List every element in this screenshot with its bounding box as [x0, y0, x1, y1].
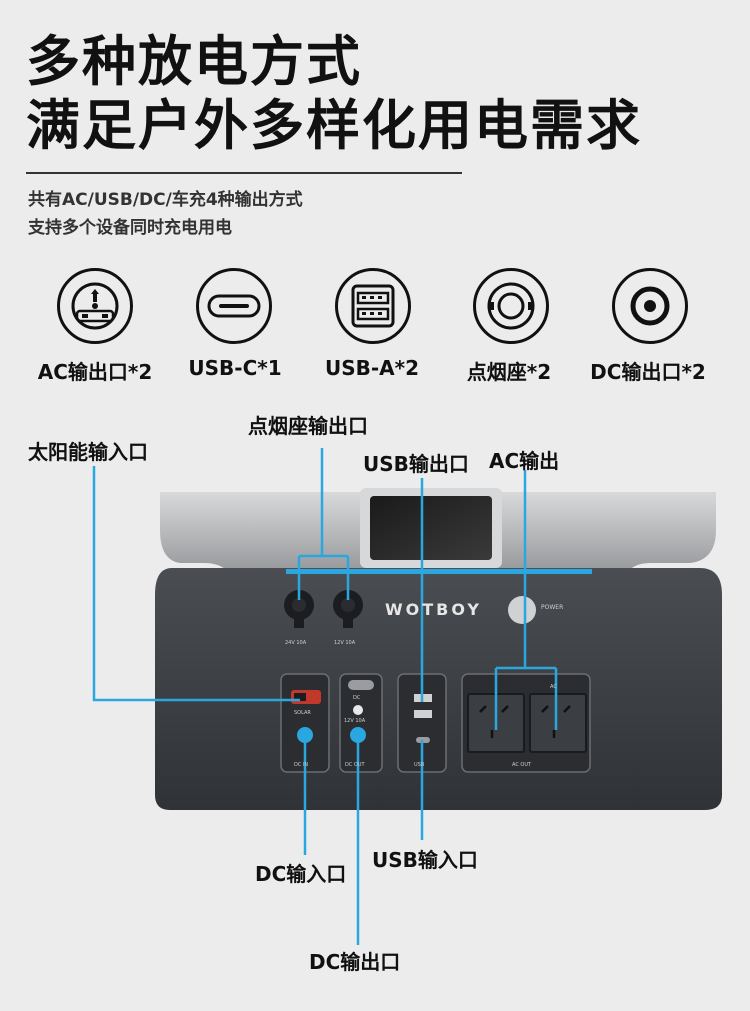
callout-lines	[92, 448, 558, 945]
callout-usb-output: USB输出口	[363, 452, 469, 476]
port-label-ac: AC输出口*2	[37, 360, 153, 384]
dc-in-port	[297, 727, 313, 743]
callout-car-socket-output: 点烟座输出口	[248, 414, 368, 438]
port-label-usb-c: USB-C*1	[188, 356, 282, 380]
ac-socket-2	[529, 693, 587, 753]
device-dc-rating-label: 12V 10A	[344, 718, 366, 724]
device-ac-small-label: AC	[550, 684, 557, 690]
dc-out-port-2	[350, 727, 366, 743]
subtitle-line-2: 支持多个设备同时充电用电	[28, 218, 232, 238]
device-power-label: POWER	[541, 604, 564, 611]
page-title: 多种放电方式 满足户外多样化用电需求	[26, 30, 642, 158]
port-icons-row: AC输出口*2 USB-C*1 USB-A*2 点烟座*2 DC输出口*2	[0, 268, 750, 388]
subtitle: 共有AC/USB/DC/车充4种输出方式 支持多个设备同时充电用电	[28, 186, 303, 242]
device-usb-label: USB	[414, 762, 425, 768]
subtitle-line-1: 共有AC/USB/DC/车充4种输出方式	[28, 190, 303, 210]
usb-a-port-2	[414, 710, 432, 718]
ac-socket-icon	[57, 268, 133, 344]
port-label-dc-out: DC输出口*2	[590, 360, 706, 384]
light-bar	[286, 569, 592, 574]
title-line-2: 满足户外多样化用电需求	[26, 94, 642, 157]
callout-ac-output: AC输出	[489, 449, 560, 473]
device-ac-out-label: AC OUT	[512, 762, 532, 768]
display-screen	[370, 496, 492, 560]
dc-port-icon	[612, 268, 688, 344]
cigarette-lighter-icon	[473, 268, 549, 344]
device-car-label-1: 24V 10A	[285, 640, 307, 646]
device-brand: WOTBOY	[385, 600, 482, 619]
callout-solar-input: 太阳能输入口	[28, 440, 148, 464]
callout-usb-input: USB输入口	[372, 848, 478, 872]
device-dc-small-label: DC	[353, 695, 361, 701]
title-line-1: 多种放电方式	[26, 30, 362, 93]
power-button	[508, 596, 536, 624]
device-dc-out-label: DC OUT	[345, 762, 365, 768]
device-dc-in-label: DC IN	[294, 762, 309, 768]
title-divider	[26, 172, 462, 174]
port-label-car-socket: 点烟座*2	[466, 360, 552, 384]
device-solar-label: SOLAR	[294, 710, 311, 716]
callout-dc-input: DC输入口	[255, 862, 347, 886]
dc-out-panel	[339, 673, 383, 773]
callout-dc-output: DC输出口	[309, 950, 401, 974]
device-car-label-2: 12V 10A	[334, 640, 356, 646]
usb-c-icon	[196, 268, 272, 344]
port-label-usb-a: USB-A*2	[324, 356, 420, 380]
dc-out-port-1	[353, 705, 363, 715]
usb-a-icon	[335, 268, 411, 344]
